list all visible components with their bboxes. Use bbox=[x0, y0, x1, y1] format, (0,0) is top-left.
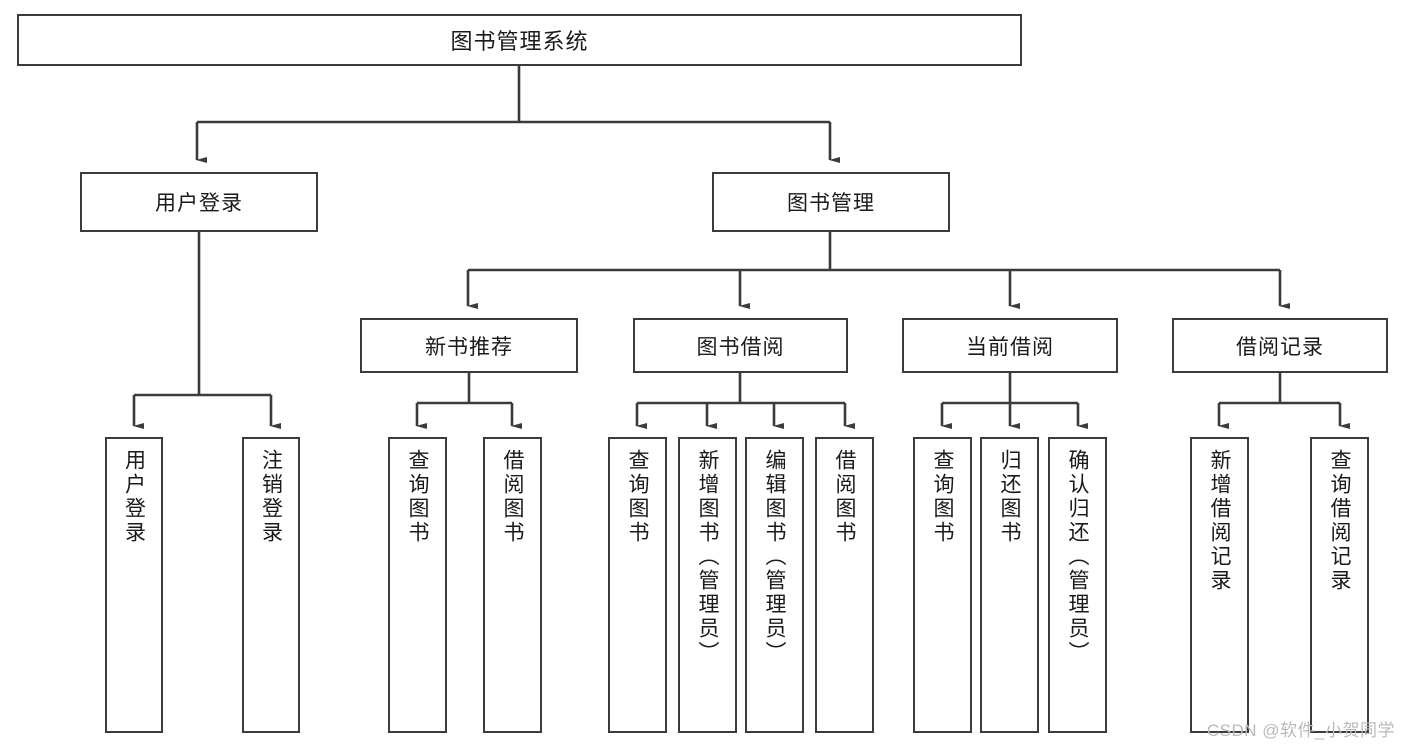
node-book-management[interactable]: 图书管理 bbox=[712, 172, 950, 232]
node-user-login-label: 用户登录 bbox=[155, 192, 243, 215]
node-leaf-borrow-book-2-label: 借阅图书 bbox=[833, 449, 856, 545]
node-leaf-return-book[interactable]: 归还图书 bbox=[980, 437, 1039, 733]
node-leaf-query-borrow-record-label: 查询借阅记录 bbox=[1328, 449, 1351, 593]
node-leaf-borrow-book-1-label: 借阅图书 bbox=[501, 449, 524, 545]
node-borrow-record[interactable]: 借阅记录 bbox=[1172, 318, 1388, 373]
node-leaf-borrow-book-2[interactable]: 借阅图书 bbox=[815, 437, 874, 733]
node-leaf-confirm-return-admin-label: 确认归还（管理员） bbox=[1066, 449, 1089, 665]
node-leaf-edit-book-admin[interactable]: 编辑图书（管理员） bbox=[745, 437, 804, 733]
node-leaf-query-book-3-label: 查询图书 bbox=[931, 449, 954, 545]
node-leaf-logout-login-label: 注销登录 bbox=[259, 449, 283, 545]
node-leaf-user-login-label: 用户登录 bbox=[122, 449, 146, 545]
node-current-borrow[interactable]: 当前借阅 bbox=[902, 318, 1118, 373]
node-leaf-add-borrow-record-label: 新增借阅记录 bbox=[1208, 449, 1231, 593]
node-root[interactable]: 图书管理系统 bbox=[17, 14, 1022, 66]
node-book-borrow-label: 图书借阅 bbox=[696, 335, 785, 359]
watermark: CSDN @软件_小贺同学 bbox=[1206, 721, 1395, 740]
node-root-label: 图书管理系统 bbox=[450, 29, 589, 54]
node-leaf-query-book-2-label: 查询图书 bbox=[626, 449, 649, 545]
node-book-management-label: 图书管理 bbox=[787, 192, 875, 215]
node-leaf-query-book-1-label: 查询图书 bbox=[406, 449, 429, 545]
node-leaf-confirm-return-admin[interactable]: 确认归还（管理员） bbox=[1048, 437, 1107, 733]
node-user-login[interactable]: 用户登录 bbox=[80, 172, 318, 232]
node-leaf-add-borrow-record[interactable]: 新增借阅记录 bbox=[1190, 437, 1249, 733]
node-leaf-logout-login[interactable]: 注销登录 bbox=[242, 437, 300, 733]
node-leaf-query-borrow-record[interactable]: 查询借阅记录 bbox=[1310, 437, 1369, 733]
node-leaf-add-book-admin[interactable]: 新增图书（管理员） bbox=[678, 437, 737, 733]
node-leaf-edit-book-admin-label: 编辑图书（管理员） bbox=[763, 449, 786, 665]
node-leaf-return-book-label: 归还图书 bbox=[998, 449, 1021, 545]
node-new-book-recommend-label: 新书推荐 bbox=[425, 335, 513, 359]
node-leaf-query-book-1[interactable]: 查询图书 bbox=[388, 437, 447, 733]
node-leaf-user-login[interactable]: 用户登录 bbox=[105, 437, 163, 733]
node-leaf-query-book-3[interactable]: 查询图书 bbox=[913, 437, 972, 733]
node-new-book-recommend[interactable]: 新书推荐 bbox=[360, 318, 578, 373]
node-borrow-record-label: 借阅记录 bbox=[1236, 335, 1324, 359]
node-book-borrow[interactable]: 图书借阅 bbox=[633, 318, 848, 373]
node-leaf-borrow-book-1[interactable]: 借阅图书 bbox=[483, 437, 542, 733]
node-current-borrow-label: 当前借阅 bbox=[966, 335, 1054, 359]
node-leaf-add-book-admin-label: 新增图书（管理员） bbox=[696, 449, 719, 665]
node-leaf-query-book-2[interactable]: 查询图书 bbox=[608, 437, 667, 733]
